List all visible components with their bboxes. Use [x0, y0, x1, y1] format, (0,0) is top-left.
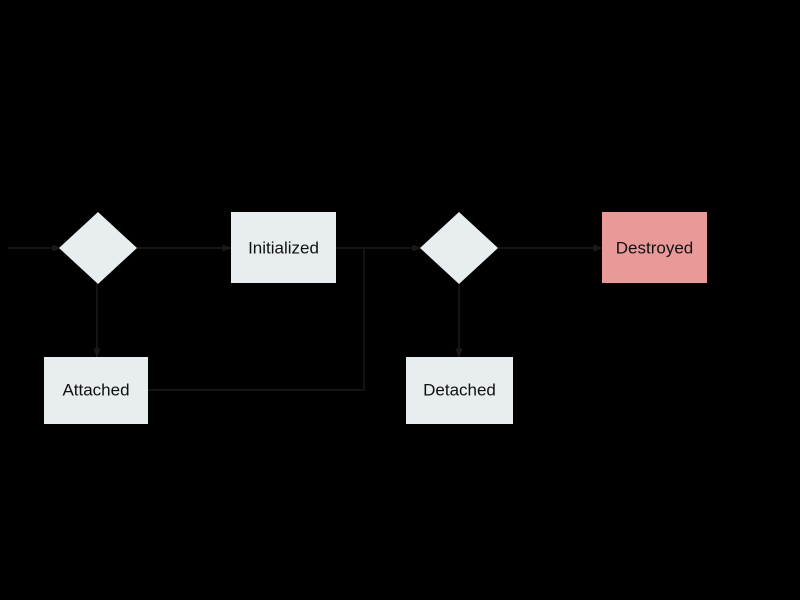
- node-initialized[interactable]: Initialized: [231, 212, 336, 283]
- node-destroyed[interactable]: Destroyed: [602, 212, 707, 283]
- rect-shape[interactable]: [231, 212, 336, 283]
- diamond-shape[interactable]: [420, 212, 498, 284]
- edge-attached-to-initialized-feedback: [148, 248, 365, 391]
- node-initialized-label: Initialized: [248, 238, 319, 257]
- node-attached-label: Attached: [62, 380, 129, 399]
- node-attached[interactable]: Attached: [44, 357, 148, 424]
- nodes-layer: Initialized Attached Detached Destroyed: [44, 212, 707, 424]
- rect-shape[interactable]: [44, 357, 148, 424]
- edges-layer: [8, 244, 603, 391]
- node-destroyed-label: Destroyed: [616, 238, 693, 257]
- node-decision-2[interactable]: [420, 212, 498, 284]
- node-decision-1[interactable]: [59, 212, 137, 284]
- rect-shape[interactable]: [406, 357, 513, 424]
- rect-shape[interactable]: [602, 212, 707, 283]
- diamond-shape[interactable]: [59, 212, 137, 284]
- node-detached-label: Detached: [423, 380, 496, 399]
- node-detached[interactable]: Detached: [406, 357, 513, 424]
